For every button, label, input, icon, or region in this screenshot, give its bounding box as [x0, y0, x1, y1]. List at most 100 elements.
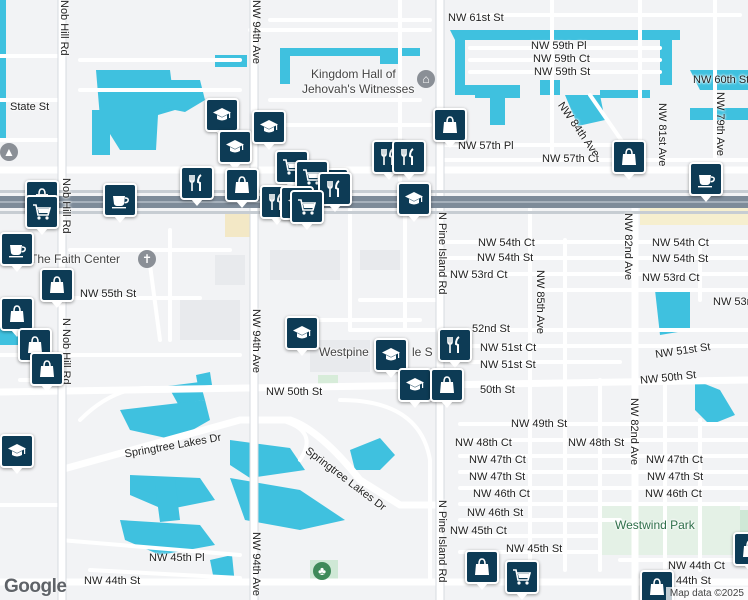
map-marker-cafe[interactable] — [103, 183, 137, 223]
street-label: NW 53r — [713, 296, 748, 308]
street-label: NW 45th St — [506, 543, 563, 555]
street-label: NW 46th St — [467, 507, 524, 519]
street-label: NW 44th Ct — [668, 560, 725, 572]
map-marker-school[interactable] — [374, 338, 408, 378]
street-label: 50th St — [480, 384, 515, 396]
worship-icon[interactable]: ⌂ — [417, 70, 435, 88]
map-marker-school[interactable] — [0, 434, 34, 474]
street-label: NW 81st Ave — [656, 103, 668, 167]
map-marker-cafe[interactable] — [689, 162, 723, 202]
street-label: 52nd St — [472, 323, 510, 335]
place-label-westpine[interactable]: Westpine — [319, 345, 369, 359]
shopping-bag-icon — [440, 376, 454, 393]
map-marker-shopping-bag[interactable] — [430, 368, 464, 408]
map-marker-school[interactable] — [397, 182, 431, 222]
restaurant-icon — [327, 180, 340, 197]
map-marker-restaurant[interactable] — [180, 166, 214, 206]
map-marker-grocery-cart[interactable] — [290, 190, 324, 230]
map-marker-school[interactable] — [252, 110, 286, 150]
google-logo: Google — [4, 576, 67, 597]
shopping-bag-icon — [40, 360, 54, 377]
church-icon[interactable]: ✝ — [138, 250, 156, 268]
place-label-kingdom-hall[interactable]: Kingdom Hall of — [311, 67, 396, 81]
street-label: 44th St — [676, 575, 711, 587]
street-label: NW 94th Ave — [250, 309, 262, 373]
cafe-icon — [9, 245, 26, 258]
school-building-icon[interactable]: ▲ — [0, 143, 18, 161]
map-marker-school[interactable] — [218, 130, 252, 170]
place-label-westpine-partial[interactable]: le S — [412, 345, 433, 359]
street-label: NW 94th Ave — [250, 0, 262, 64]
street-label: NW 79th Ave — [714, 92, 726, 156]
map-marker-grocery-cart[interactable] — [25, 195, 59, 235]
street-label: NW 82nd Ave — [622, 213, 634, 281]
map-marker-shopping-bag[interactable] — [40, 268, 74, 308]
park-tree-icon[interactable]: ♣ — [313, 562, 331, 580]
cafe-icon — [112, 196, 129, 209]
street-label: N Pine Island Rd — [436, 500, 448, 583]
place-label-faith-center[interactable]: The Faith Center — [30, 252, 121, 266]
map-marker-grocery-cart[interactable] — [505, 560, 539, 600]
map-marker-shopping-bag[interactable] — [225, 168, 259, 208]
map-marker-restaurant[interactable] — [392, 140, 426, 180]
street-label: NW 51st St — [480, 359, 536, 371]
restaurant-icon — [189, 174, 202, 191]
street-label: NW 61st St — [448, 12, 504, 24]
school-icon — [8, 444, 26, 457]
street-label: NW 54th Ct — [478, 237, 535, 249]
street-label: NW 49th St — [511, 418, 568, 430]
street-label: NW 53rd Ct — [450, 269, 508, 281]
street-label: State St — [10, 101, 50, 113]
street-label: NW 44th St — [84, 575, 141, 587]
shopping-bag-icon — [475, 558, 489, 575]
map-attribution: Map data ©2025 — [665, 587, 748, 600]
map-marker-school[interactable] — [285, 316, 319, 356]
street-label: NW 55th St — [80, 288, 137, 300]
street-label: NW 59th St — [534, 66, 591, 78]
shopping-bag-icon — [622, 148, 636, 165]
street-label: NW 57th Pl — [458, 140, 514, 152]
street-label: NW 57th Ct — [542, 153, 599, 165]
school-icon — [226, 140, 244, 153]
school-icon — [293, 326, 311, 339]
map-marker-shopping-bag[interactable] — [30, 352, 64, 392]
street-label: NW 48th Ct — [455, 437, 512, 449]
street-label: NW 45th Ct — [450, 525, 507, 537]
street-label: NW 46th Ct — [645, 488, 702, 500]
school-icon — [260, 120, 278, 133]
grocery-cart-icon — [303, 169, 322, 185]
school-icon — [405, 192, 423, 205]
map-marker-shopping-bag[interactable] — [0, 297, 34, 337]
map-marker-restaurant[interactable] — [438, 328, 472, 368]
map-marker-cafe[interactable] — [0, 232, 34, 272]
street-label: NW 82nd Ave — [628, 398, 640, 466]
street-label: NW 51st Ct — [480, 342, 537, 354]
grocery-cart-icon — [33, 204, 52, 220]
map-marker-school[interactable] — [398, 368, 432, 408]
map-marker-shopping-bag[interactable] — [433, 108, 467, 148]
street-label: NW 54th St — [652, 253, 709, 265]
street-label: NW 46th Ct — [473, 488, 530, 500]
map-marker-shopping-bag[interactable] — [612, 140, 646, 180]
map-marker-shopping-bag[interactable] — [733, 532, 748, 572]
place-label-kingdom-hall-line2[interactable]: Jehovah's Witnesses — [302, 82, 415, 96]
school-icon — [213, 108, 231, 121]
street-label: NW 94th Ave — [250, 532, 262, 596]
street-label: NW 60th St — [693, 74, 748, 86]
shopping-bag-icon — [50, 276, 64, 293]
street-label: NW 59th Pl — [531, 40, 587, 52]
map-marker-shopping-bag[interactable] — [465, 550, 499, 590]
shopping-bag-icon — [650, 578, 664, 595]
shopping-bag-icon — [28, 336, 42, 353]
restaurant-icon — [447, 336, 460, 353]
map-marker-school[interactable] — [205, 98, 239, 138]
street-label: NW 54th Ct — [652, 237, 709, 249]
street-label: NW 47th St — [469, 471, 526, 483]
restaurant-icon — [401, 148, 414, 165]
street-label: NW 48th St — [568, 437, 625, 449]
street-label: Nob Hill Rd — [60, 178, 72, 234]
shopping-bag-icon — [235, 176, 249, 193]
grocery-cart-icon — [298, 199, 317, 215]
place-label-westwind-park[interactable]: Westwind Park — [615, 518, 695, 532]
